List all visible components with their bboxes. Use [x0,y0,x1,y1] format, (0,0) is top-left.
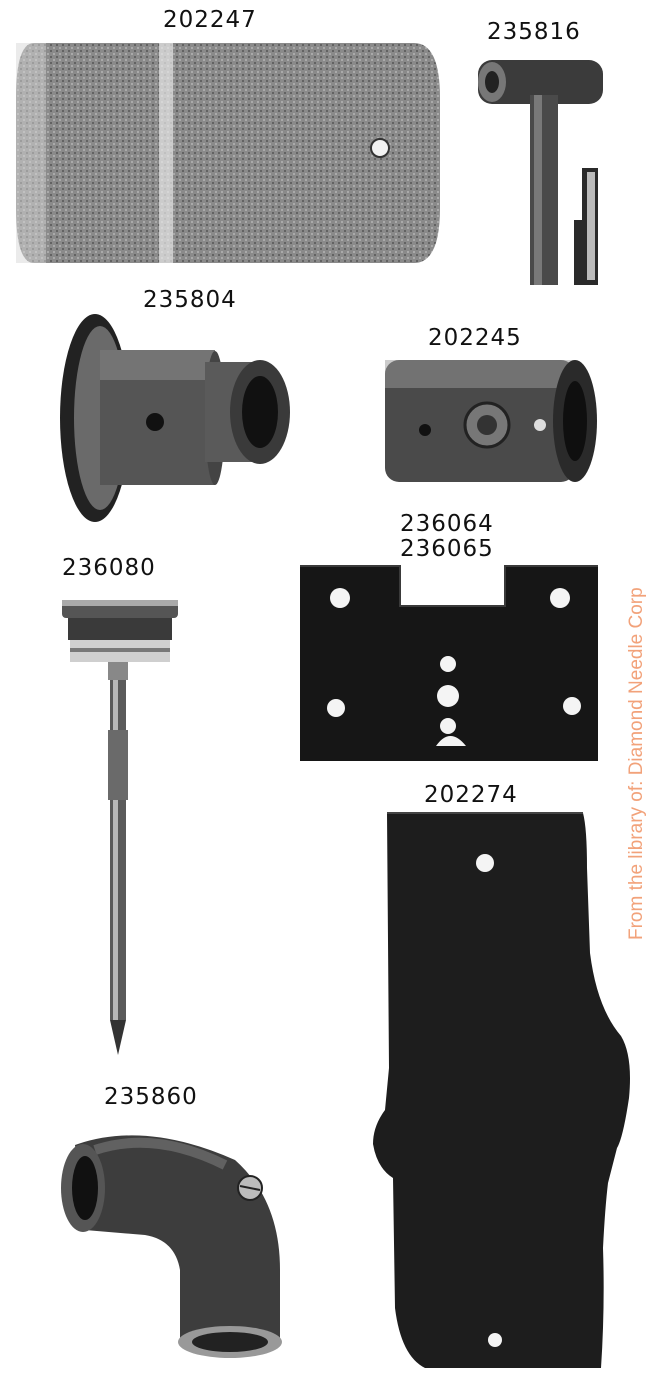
part-number-label: 236080 [62,555,156,581]
part-number-label: 202245 [428,325,522,351]
elbow-fitting-icon [61,1135,282,1358]
part-number-label: 235804 [143,287,237,313]
part-number-label: 236065 [400,536,494,562]
slotted-plate-icon [300,565,598,761]
library-watermark: From the library of: Diamond Needle Corp [626,587,647,940]
part-number-label: 202247 [163,7,257,33]
cover-plate-icon [373,812,630,1368]
flanged-bushing-icon [60,314,290,522]
part-number-label: 235816 [487,19,581,45]
part-number-label: 236064 [400,511,494,537]
part-number-label: 202274 [424,782,518,808]
needle-bar-icon [62,600,178,1055]
plate-rounded-icon [16,43,440,263]
part-number-label: 235860 [104,1084,198,1110]
hook-bracket-icon [478,60,603,285]
cylinder-bushing-icon [385,360,597,482]
